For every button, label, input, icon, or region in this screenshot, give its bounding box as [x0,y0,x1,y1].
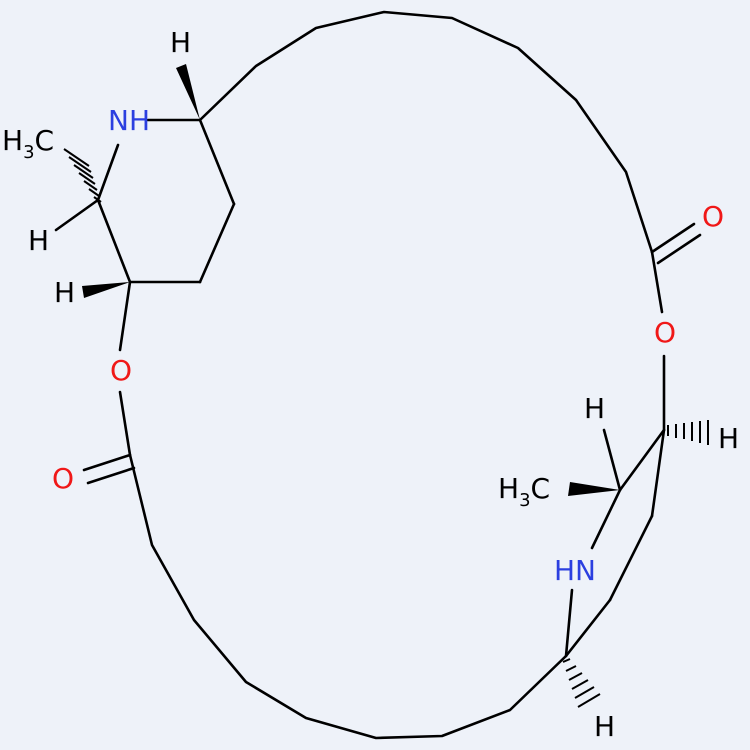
bond-r-c2-h [602,428,622,492]
bond-c3-c4 [198,202,236,284]
bond-r-n-c3 [564,588,574,658]
bond-right-carbonyl-double-b [656,233,702,265]
bond-r-c1-c2 [618,428,666,492]
atom-h-bottom: H [594,710,615,743]
upper-left-stereo-bonds [54,64,200,298]
atom-o-carbonyl-left: O [52,462,74,495]
atom-h-right-side: H [718,422,739,455]
lower-right-piperidine-ring [564,428,666,658]
bond-r-c4-c5 [608,514,654,602]
bond-r-c2-n [590,488,622,550]
hash-bond-h-bottom [562,658,601,708]
right-ester [650,222,702,432]
atom-h-right-upper: H [584,392,605,425]
atom-h-top-stereo: H [170,26,191,59]
hash-bond-methyl-top [63,148,102,203]
macrocycle-chain [128,10,654,740]
bond-c6-n [96,143,120,202]
atom-o-ester-right: O [654,316,676,349]
bond-carbonyl-o-ester-right [650,250,664,314]
wedge-bond-h-top [176,64,200,120]
lower-chain [128,453,568,740]
atom-h3c-top: H3C [2,124,54,163]
hash-bond-h-right [667,420,709,445]
atom-o-ester-left: O [110,354,132,387]
wedge-bond-h-left-lower [82,282,130,298]
atom-h-left-upper: H [28,224,49,257]
bond-r-c3-c4 [564,598,612,658]
atom-h-left-lower: H [54,276,75,309]
bond-c5-c6 [96,198,132,284]
bond-c6-h [54,198,100,232]
atom-nh-top: NH [108,104,150,137]
upper-left-piperidine-ring [96,118,236,284]
bond-c2-c3 [198,118,236,206]
left-ester [82,280,136,485]
lower-right-stereo-bonds [562,420,709,708]
wedge-bond-methyl-bottom [568,482,620,496]
atom-o-carbonyl-right: O [702,200,724,233]
atom-hn-bottom: HN [554,554,596,587]
atom-labels: NH H3C H H H O O O O H H H3C HN H [2,26,739,743]
atom-h3c-bottom: H3C [498,472,550,511]
bond-c5-o-ester [118,280,132,352]
bond-carbonyl-double-b [86,466,136,485]
bond-r-c5-c1 [650,428,666,518]
bond-carbonyl-double-a [82,453,132,472]
bond-o-ester-carbonyl [118,390,132,457]
bond-right-carbonyl-double-a [650,222,696,254]
upper-chain [198,10,654,254]
